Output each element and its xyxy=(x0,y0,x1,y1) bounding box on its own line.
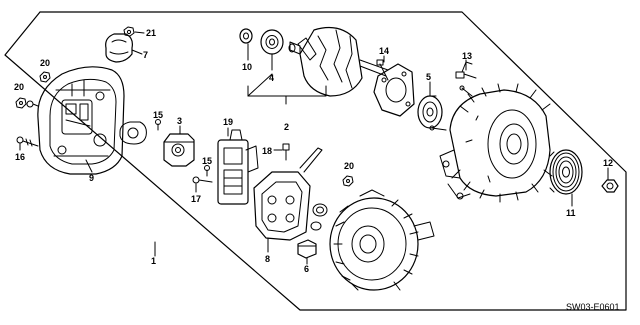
nut-20-top xyxy=(39,71,51,83)
callout-20-left: 20 xyxy=(14,82,25,92)
callout-1: 1 xyxy=(151,256,157,266)
callout-7: 7 xyxy=(143,50,149,60)
nut-20-mid xyxy=(15,97,27,109)
screw-20-side xyxy=(26,100,39,108)
screw-15-mid xyxy=(204,165,210,177)
leader-21 xyxy=(134,31,145,34)
terminal-insulator xyxy=(105,33,133,63)
nut-20-center xyxy=(342,175,354,187)
bearing-4 xyxy=(260,29,284,55)
diagram-code: SW03-E0601 xyxy=(566,302,620,312)
callout-19: 19 xyxy=(223,117,234,127)
callout-20-top: 20 xyxy=(40,58,51,68)
callout-2: 2 xyxy=(284,122,290,132)
leader-2-b xyxy=(247,73,273,97)
leader-bracket-2 xyxy=(247,85,327,97)
rectifier-8 xyxy=(253,147,323,241)
rear-bearing-cover xyxy=(119,121,147,145)
bolt-18 xyxy=(282,143,290,161)
nut-12 xyxy=(601,179,619,193)
callout-8: 8 xyxy=(265,254,271,264)
rotor-2 xyxy=(288,27,389,97)
bolt-16 xyxy=(16,136,39,147)
bearing-10 xyxy=(239,28,253,44)
callout-16: 16 xyxy=(15,152,26,162)
assembly-boundary xyxy=(4,11,627,311)
callout-5: 5 xyxy=(426,72,432,82)
leader-7 xyxy=(131,49,143,55)
callout-20-center: 20 xyxy=(344,161,355,171)
callout-9: 9 xyxy=(89,173,95,183)
callout-3: 3 xyxy=(177,116,183,126)
callout-11: 11 xyxy=(566,208,576,218)
callout-18: 18 xyxy=(262,146,273,156)
screw-17 xyxy=(192,176,213,184)
bearing-5 xyxy=(417,95,443,129)
callout-6: 6 xyxy=(304,264,310,274)
pulley-11 xyxy=(549,149,583,195)
rear-housing xyxy=(329,189,435,291)
callout-15-top: 15 xyxy=(153,110,164,120)
bearing-retainer xyxy=(373,63,415,117)
callout-17: 17 xyxy=(191,194,202,204)
front-housing xyxy=(439,83,553,203)
stud-14 xyxy=(376,59,389,81)
seal-ring xyxy=(310,203,328,231)
rear-cover xyxy=(37,66,125,175)
callout-10: 10 xyxy=(242,62,253,72)
callout-21: 21 xyxy=(146,28,157,38)
nut-21 xyxy=(123,26,135,37)
callout-14: 14 xyxy=(379,46,390,56)
screw-15-top xyxy=(155,119,161,131)
pin-front-mid xyxy=(429,125,447,131)
leader-9 xyxy=(85,159,93,173)
pin-front-top xyxy=(459,85,473,97)
callout-13: 13 xyxy=(462,51,473,61)
terminal-3 xyxy=(163,133,195,167)
callout-12: 12 xyxy=(603,158,614,168)
callout-15-mid: 15 xyxy=(202,156,213,166)
regulator-19 xyxy=(217,129,259,205)
terminal-6 xyxy=(297,239,317,259)
bolt-13 xyxy=(455,61,477,79)
callout-4: 4 xyxy=(269,73,275,83)
